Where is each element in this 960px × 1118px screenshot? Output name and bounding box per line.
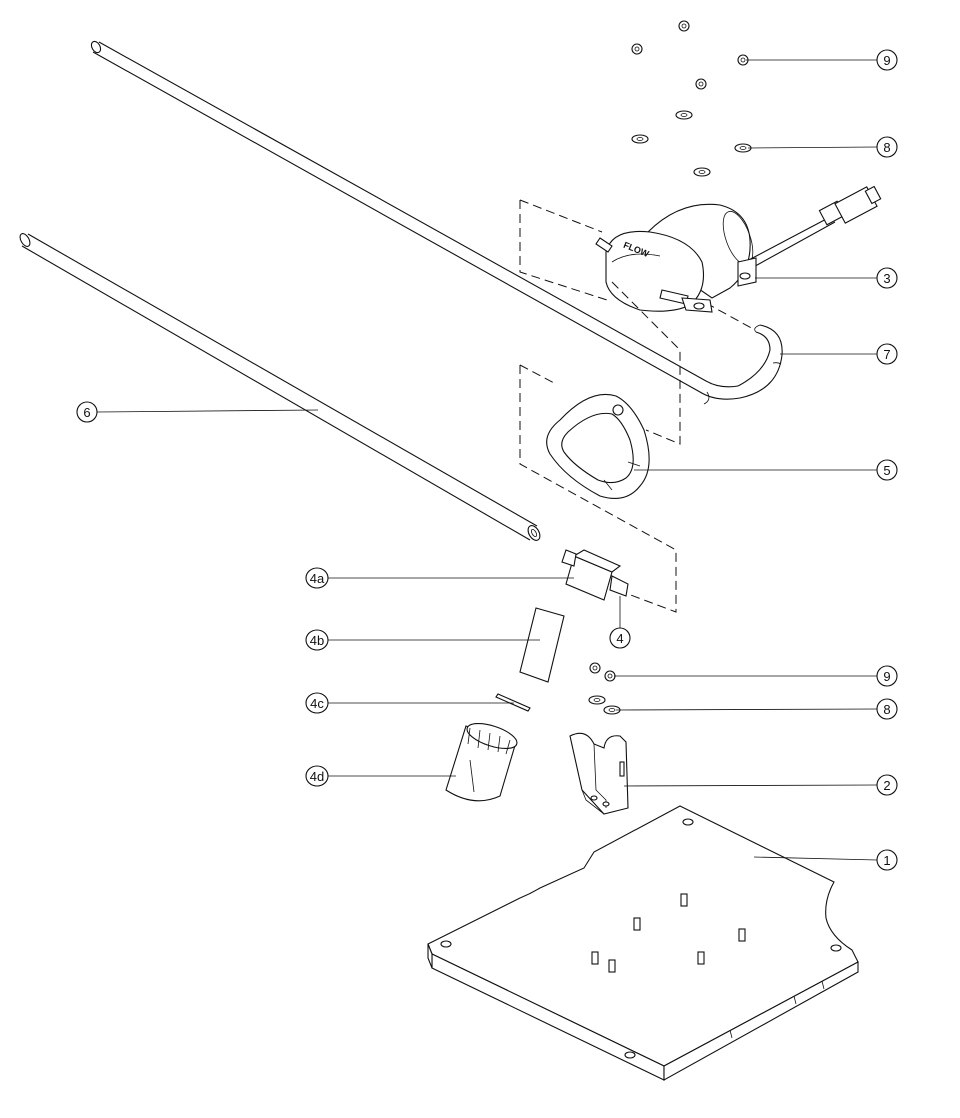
part-4b-filter-element [519,607,565,683]
fastener-group-top [631,20,752,177]
part-1-base-plate [427,805,859,1081]
svg-text:9: 9 [883,669,890,684]
callout-part-2: 2 [876,774,898,796]
svg-text:4b: 4b [310,633,324,648]
nut-icon [631,43,643,55]
svg-text:6: 6 [83,405,90,420]
callout-part-9-bottom: 9 [876,665,898,687]
callout-part-4b: 4b [305,629,329,651]
svg-text:1: 1 [883,853,890,868]
part-7-long-tube [90,40,783,405]
nut-icon [695,78,707,90]
svg-text:4a: 4a [310,571,325,586]
callout-part-4: 4 [609,627,631,649]
svg-text:4c: 4c [310,696,324,711]
callout-part-4d: 4d [305,765,329,787]
svg-text:8: 8 [883,140,890,155]
nut-icon [678,20,690,32]
part-4-filter-assembly [445,549,629,802]
nut-icon [604,670,616,682]
stud-icon [738,928,746,942]
stud-icon [680,893,688,907]
callout-part-4c: 4c [305,692,329,714]
part-2-bracket [569,732,629,815]
stud-icon [697,951,705,965]
fastener-group-bottom [588,662,621,715]
part-4d-filter-bowl [445,722,518,802]
part-6-tube [19,233,541,541]
svg-text:8: 8 [883,702,890,717]
callout-part-5: 5 [876,459,898,481]
stud-icon [633,917,641,931]
svg-text:4d: 4d [310,769,324,784]
part-4c-o-ring [495,693,531,712]
washer-icon [675,110,693,120]
stud-icon [591,951,599,965]
callout-part-7: 7 [876,343,898,365]
callout-part-9-top: 9 [876,49,898,71]
leader-lines [96,59,878,861]
part-4a-filter-head [561,549,629,601]
stud-icon [608,959,616,973]
washer-icon [693,167,711,177]
callout-part-3: 3 [876,267,898,289]
svg-text:4: 4 [616,631,623,646]
svg-text:2: 2 [883,778,890,793]
callout-part-1: 1 [876,849,898,871]
svg-text:3: 3 [883,271,890,286]
nut-icon [589,662,601,674]
washer-icon [631,134,649,144]
part-3-pump: FLOW [519,185,882,331]
svg-text:9: 9 [883,53,890,68]
part-5-tube-loop [519,281,681,613]
washer-icon [588,695,606,705]
callout-part-4a: 4a [305,567,329,589]
svg-text:5: 5 [883,463,890,478]
callout-part-8-bottom: 8 [876,698,898,720]
callout-part-8-top: 8 [876,136,898,158]
callout-part-6: 6 [76,401,98,423]
svg-text:7: 7 [883,347,890,362]
